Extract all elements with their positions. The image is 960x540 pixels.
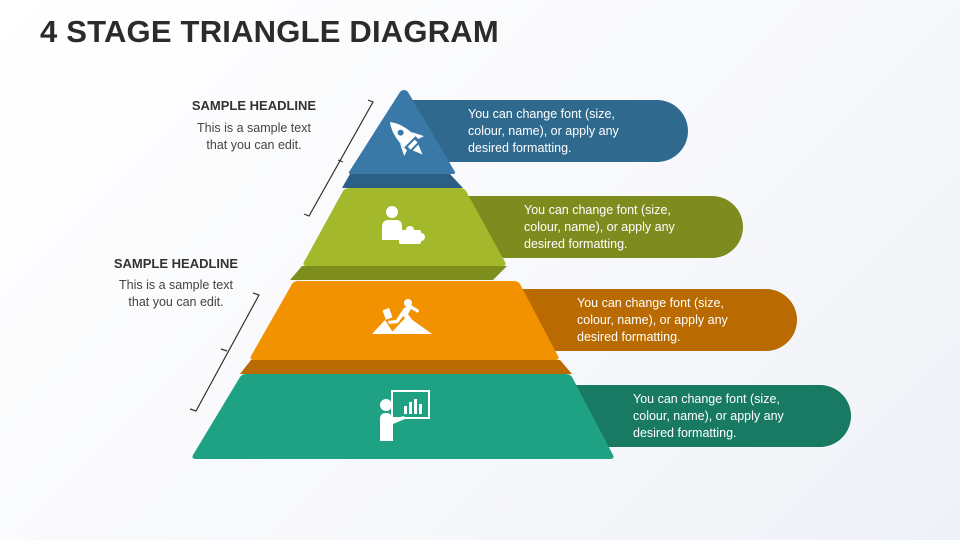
stage-4-pill[interactable]	[570, 385, 851, 447]
top-bracket-tick	[337, 159, 344, 163]
stage-2-line-2: colour, name), or apply any	[524, 220, 675, 234]
annotation-1-line-1: This is a sample text	[197, 121, 311, 135]
stage-4-line-1: You can change font (size,	[633, 392, 780, 406]
stage-4-line-3: desired formatting.	[633, 426, 737, 440]
stage-2-line-1: You can change font (size,	[524, 203, 671, 217]
stage-3-description: You can change font (size, colour, name)…	[577, 295, 817, 346]
stage-3-line-2: colour, name), or apply any	[577, 313, 728, 327]
tier-2-shadow	[290, 266, 507, 280]
annotation-1-line-2: that you can edit.	[206, 138, 302, 152]
bottom-bracket	[189, 292, 260, 412]
stage-4-line-2: colour, name), or apply any	[633, 409, 784, 423]
stage-1-pill[interactable]	[405, 100, 688, 162]
stage-2-line-3: desired formatting.	[524, 237, 628, 251]
annotation-1-text: This is a sample text that you can edit.	[174, 120, 334, 154]
presenter-chart-icon	[380, 390, 430, 441]
tier-3-shadow	[240, 360, 572, 374]
annotation-2-line-2: that you can edit.	[128, 295, 224, 309]
annotation-1-headline: SAMPLE HEADLINE	[191, 98, 317, 113]
stage-3-line-1: You can change font (size,	[577, 296, 724, 310]
stage-4-description: You can change font (size, colour, name)…	[633, 391, 873, 442]
annotation-2-line-1: This is a sample text	[119, 278, 233, 292]
stage-2-pill[interactable]	[460, 196, 743, 258]
runner-mountain-icon	[372, 299, 432, 334]
tier-1-shadow	[342, 174, 463, 188]
stage-1-line-1: You can change font (size,	[468, 107, 615, 121]
stage-1-line-3: desired formatting.	[468, 141, 572, 155]
stage-3-line-3: desired formatting.	[577, 330, 681, 344]
stage-2-tier[interactable]	[303, 188, 506, 266]
annotation-2-text: This is a sample text that you can edit.	[96, 277, 256, 311]
page-title: 4 STAGE TRIANGLE DIAGRAM	[40, 14, 499, 49]
bottom-bracket-tick	[220, 348, 228, 352]
rocket-icon	[390, 122, 424, 156]
top-bracket	[303, 99, 374, 217]
person-puzzle-icon	[382, 206, 425, 244]
annotation-2-headline: SAMPLE HEADLINE	[113, 256, 239, 271]
stage-3-pill[interactable]	[515, 289, 797, 351]
stage-1-description: You can change font (size, colour, name)…	[468, 106, 708, 157]
stage-1-line-2: colour, name), or apply any	[468, 124, 619, 138]
stage-2-description: You can change font (size, colour, name)…	[524, 202, 764, 253]
